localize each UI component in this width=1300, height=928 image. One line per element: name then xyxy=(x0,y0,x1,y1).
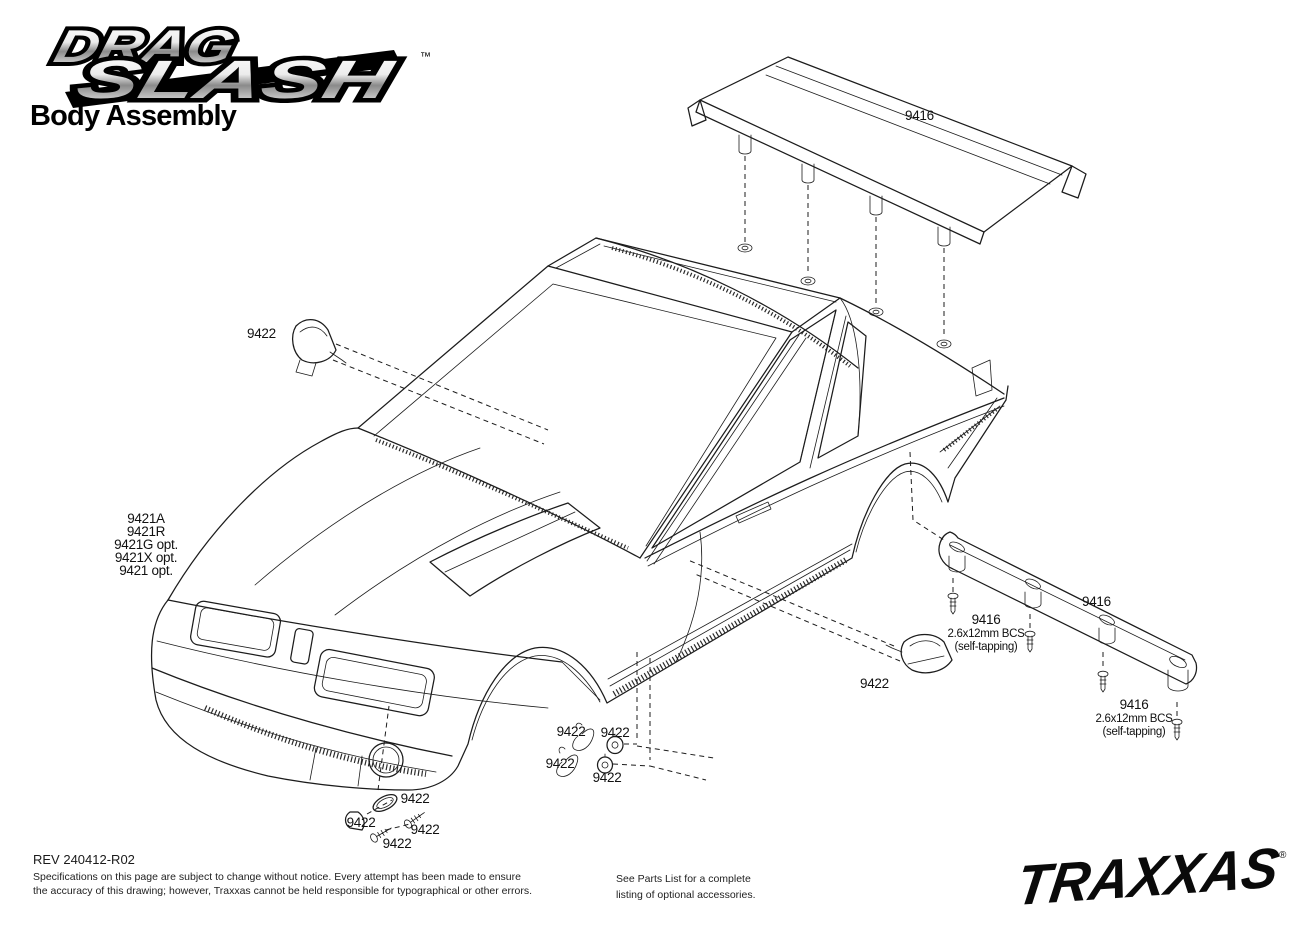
callout-body-option-4: 9421X opt. xyxy=(115,550,177,565)
wing-leader-lines xyxy=(744,156,945,338)
page-title: Body Assembly xyxy=(30,100,237,132)
hood-scoop xyxy=(429,502,601,597)
traxxas-wordmark: TRAXXAS xyxy=(1013,836,1283,917)
callout-screw-left-line2: 2.6x12mm BCS xyxy=(948,628,1026,640)
callout-body-options: 9421A 9421R 9421G opt. 9421X opt. 9421 o… xyxy=(114,511,178,578)
callout-screw-right-line3: (self-tapping) xyxy=(1103,726,1166,738)
beltline xyxy=(644,397,1005,559)
mirror-top-left-leaders xyxy=(332,343,549,445)
callout-screw-left-line3: (self-tapping) xyxy=(955,641,1018,653)
mirror-cluster-leaders xyxy=(366,705,411,831)
callout-body-option-1: 9421A xyxy=(127,511,165,526)
callout-hardware-2: 9422 xyxy=(601,725,630,740)
wheel-arches xyxy=(471,470,943,741)
logo-text-slash-outline: SLASH xyxy=(71,49,401,110)
disclaimer-line-1: Specifications on this page are subject … xyxy=(33,871,521,883)
car-body-drawing xyxy=(150,237,1009,791)
parts-note-line-2: listing of optional accessories. xyxy=(616,888,756,901)
mirror-cluster-drawing xyxy=(344,793,425,843)
mirror-top-left-drawing xyxy=(292,319,347,377)
fog-light xyxy=(368,742,404,778)
callout-mirror-right: 9422 xyxy=(860,676,889,691)
rear-deck-drawing xyxy=(839,297,1005,469)
callout-screw-left: 9416 2.6x12mm BCS (self-tapping) xyxy=(948,612,1026,653)
callout-hardware-group: 9422 9422 9422 9422 xyxy=(546,724,630,785)
hardware-leader-lines xyxy=(612,652,715,781)
hood-drawing xyxy=(254,447,601,616)
callout-labels: 9416 9422 9421A 9421R 9421G opt. 9421X o… xyxy=(114,108,1173,851)
callout-screw-right: 9416 2.6x12mm BCS (self-tapping) xyxy=(1096,697,1174,738)
headlight-pockets xyxy=(190,600,435,717)
trademark-symbol: ™ xyxy=(420,51,431,63)
parts-note-line-1: See Parts List for a complete xyxy=(616,873,751,885)
wing-endplate-right xyxy=(1061,165,1087,199)
callout-hardware-3: 9422 xyxy=(546,756,575,771)
callout-body-option-2: 9421R xyxy=(127,524,166,539)
parts-note: See Parts List for a complete listing of… xyxy=(616,872,756,904)
callout-screw-right-line2: 2.6x12mm BCS xyxy=(1096,713,1174,725)
disclaimer-text: Specifications on this page are subject … xyxy=(33,870,532,898)
c-pillar-vent xyxy=(971,359,993,397)
drag-slash-logo: DRAG DRAG SLASH SLASH ™ xyxy=(46,17,431,114)
front-bumper-drawing xyxy=(151,599,601,787)
callout-body-option-5: 9421 opt. xyxy=(119,563,173,578)
mirror-right-leaders xyxy=(687,559,901,662)
door-seam xyxy=(675,531,703,663)
callout-mirror-top-left: 9422 xyxy=(247,326,276,341)
callout-hardware-1: 9422 xyxy=(557,724,586,739)
traxxas-logo: TRAXXAS ® xyxy=(1013,836,1287,917)
registered-mark: ® xyxy=(1279,850,1287,861)
disclaimer-line-2: the accuracy of this drawing; however, T… xyxy=(33,885,533,898)
revision-text: REV 240412-R02 xyxy=(33,852,135,867)
body-outline xyxy=(150,385,1009,791)
quarter-window-drawing xyxy=(817,297,867,459)
callout-screw-right-line1: 9416 xyxy=(1120,697,1149,712)
mirror-right-drawing xyxy=(885,633,953,674)
logo-slash-streak xyxy=(65,50,402,108)
callout-mirror-cluster-3: 9422 xyxy=(411,822,440,837)
grille-slot xyxy=(290,628,314,665)
door-handle xyxy=(735,501,772,524)
callout-mirror-cluster-1: 9422 xyxy=(401,791,430,806)
rear-wing-drawing xyxy=(687,56,1087,247)
callout-wing-mount-bar: 9416 xyxy=(1082,594,1111,609)
bar-leader-lines xyxy=(909,451,1178,718)
door-window-drawing xyxy=(651,309,847,549)
rear-deck-holes xyxy=(737,243,952,349)
logo-text-drag-outline: DRAG xyxy=(50,21,241,72)
callout-mirror-cluster-2: 9422 xyxy=(347,815,376,830)
logo-text-drag: DRAG xyxy=(50,21,241,72)
callout-hardware-4: 9422 xyxy=(593,770,622,785)
callout-body-option-3: 9421G opt. xyxy=(114,537,178,552)
tail-trim-hatch xyxy=(942,406,1000,452)
windshield-drawing xyxy=(357,265,807,565)
bar-mount-cups xyxy=(948,555,1189,692)
rocker-trim xyxy=(607,543,853,697)
hardware-cluster-drawing xyxy=(556,722,624,777)
roof-drawing xyxy=(547,237,859,369)
callout-mirror-cluster-4: 9422 xyxy=(383,836,412,851)
mount-screws-drawing xyxy=(947,592,1183,741)
callout-screw-left-line1: 9416 xyxy=(972,612,1001,627)
callout-wing: 9416 xyxy=(905,108,934,123)
fender-ridge xyxy=(167,427,359,601)
wing-endplate-left xyxy=(687,99,707,127)
bumper-trim-hatch xyxy=(203,705,427,777)
wing-mount-bar-drawing xyxy=(938,531,1198,692)
callout-mirror-cluster-group: 9422 9422 9422 9422 xyxy=(347,791,440,851)
logo-text-slash: SLASH xyxy=(71,49,401,110)
roof-rear-seam xyxy=(595,237,859,369)
wing-mounting-pegs xyxy=(738,134,951,247)
